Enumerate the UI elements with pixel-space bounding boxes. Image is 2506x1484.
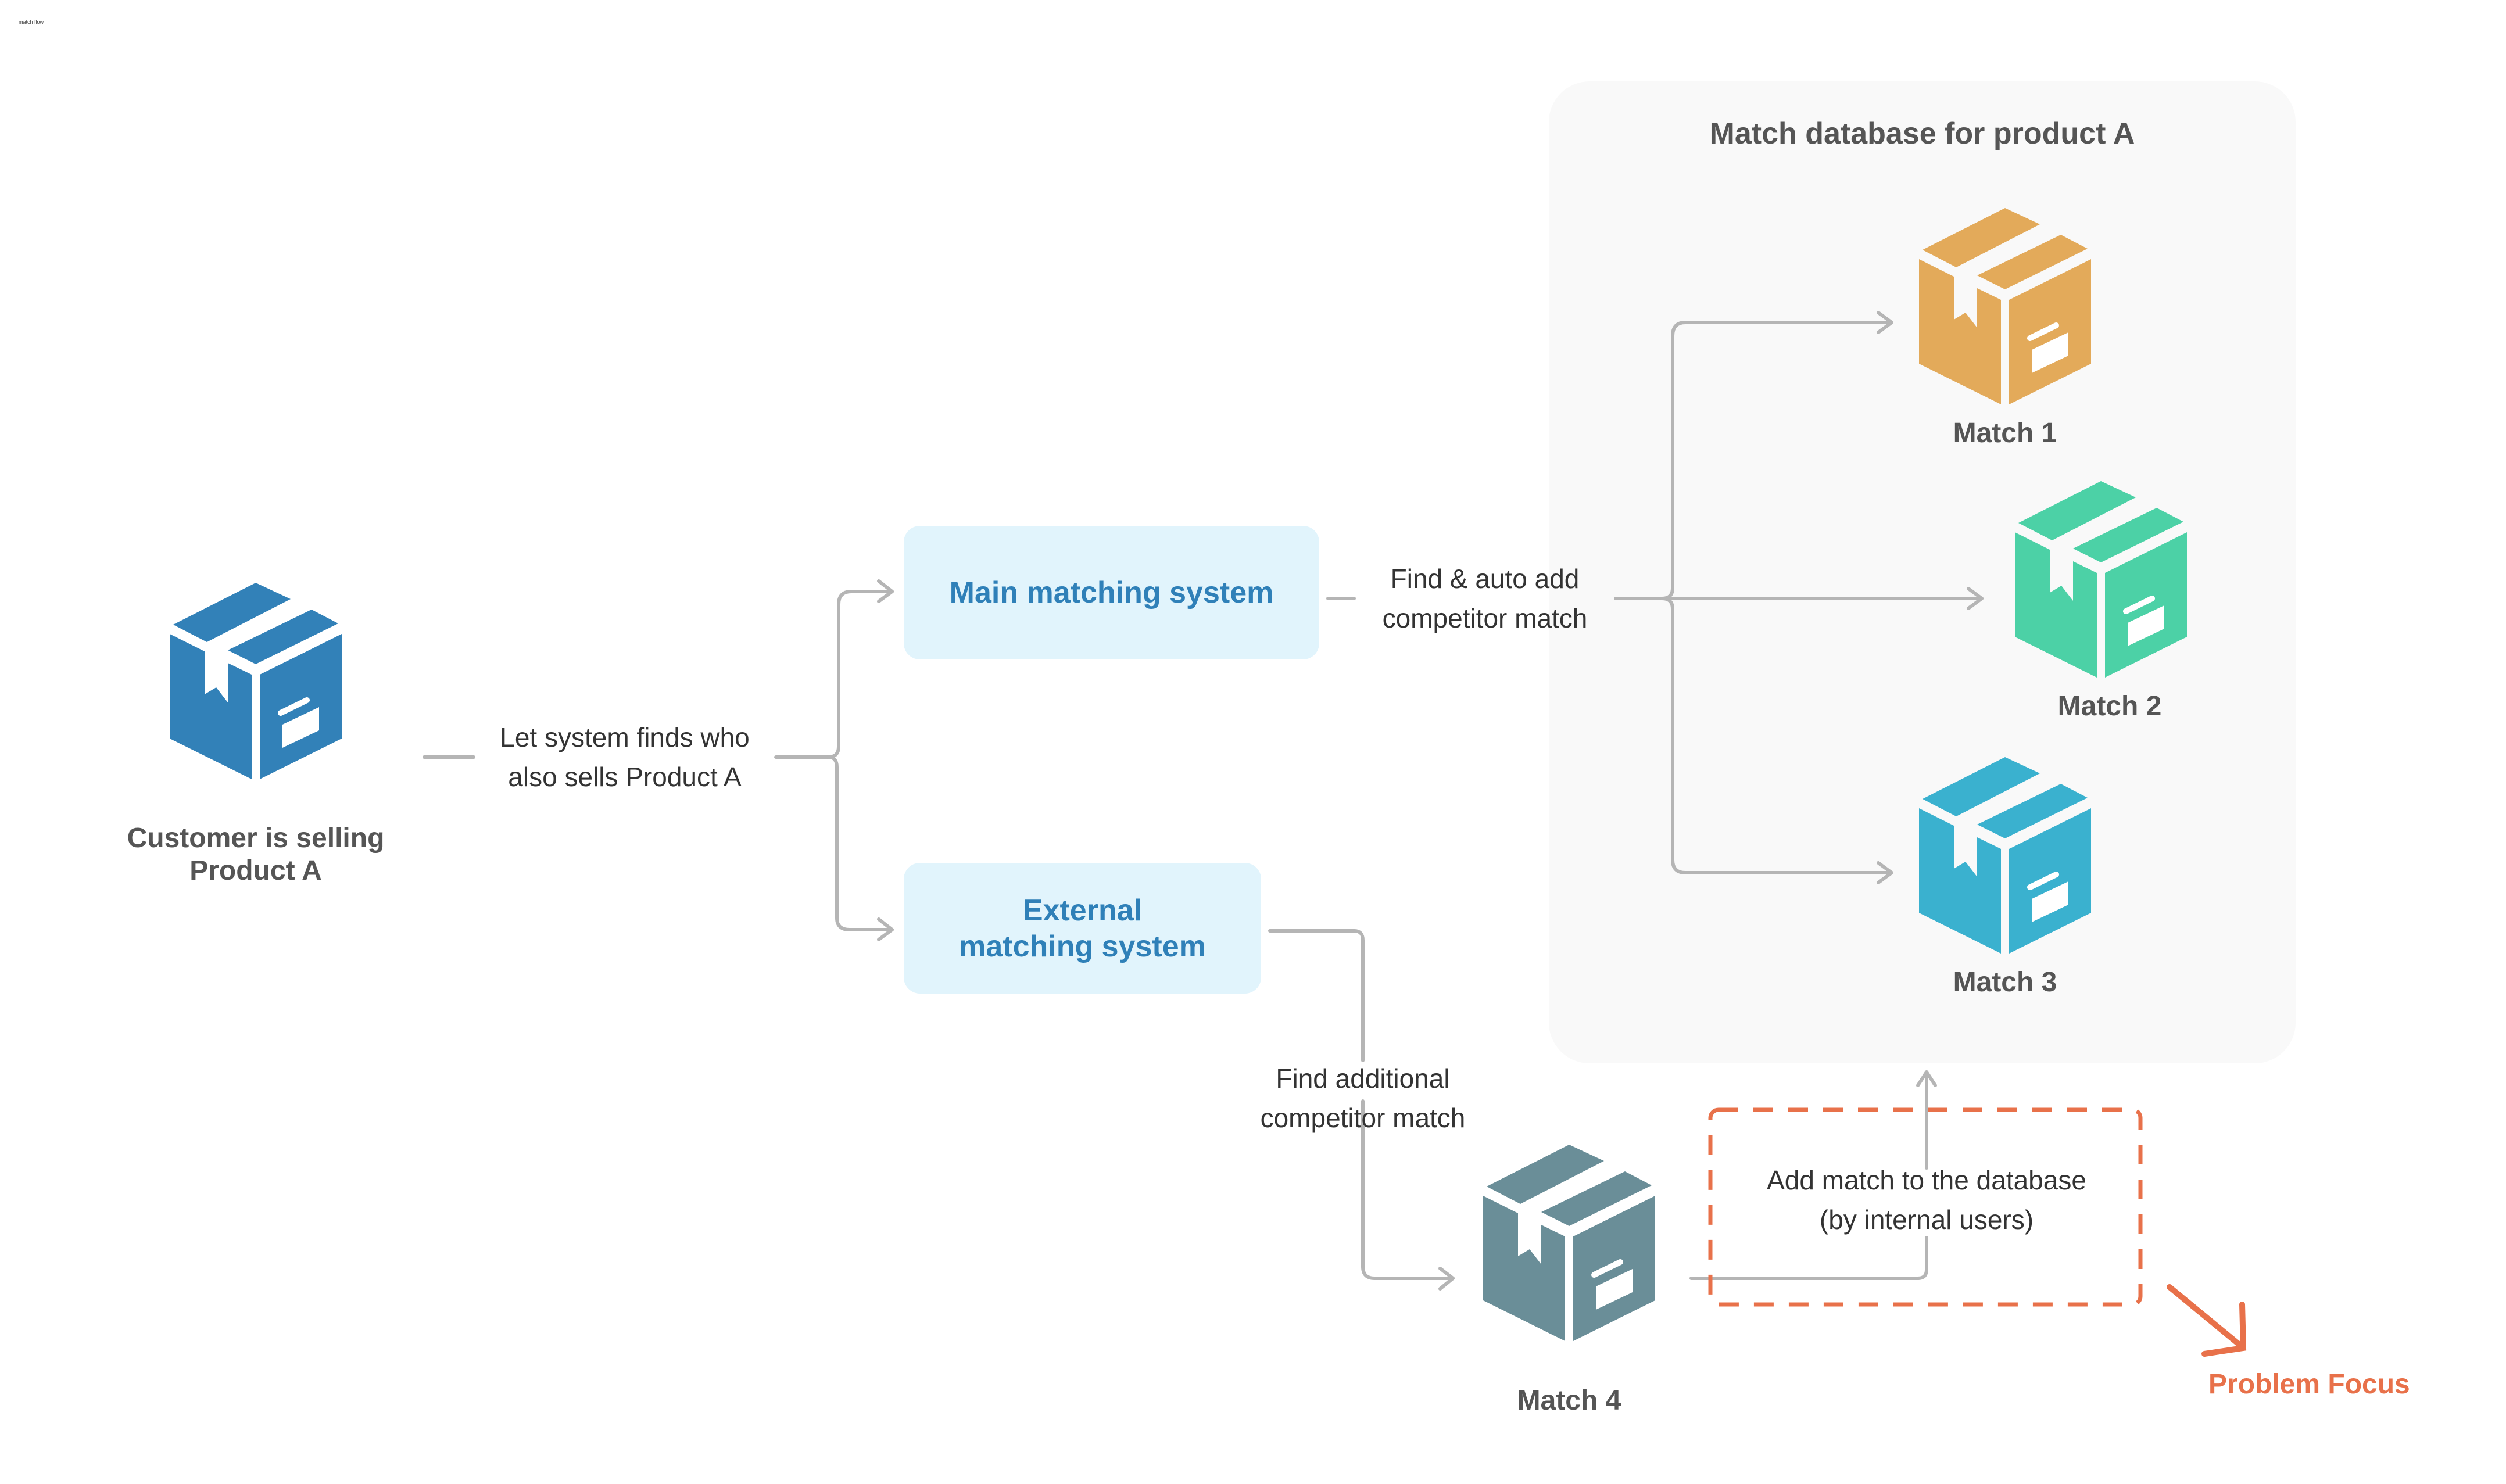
connector-to-match4 xyxy=(1361,1099,1455,1280)
edge-label-line1: Find & auto add xyxy=(1390,564,1580,594)
edge-label-external-to-match4: Find additional competitor match xyxy=(1226,1059,1499,1138)
arrowhead-match2 xyxy=(1967,587,1984,610)
edge-label-line2: (by internal users) xyxy=(1819,1205,2034,1235)
connector-match4-out xyxy=(1689,1236,1928,1280)
external-system-label-line1: External xyxy=(1022,893,1143,927)
match1-label: Match 1 xyxy=(1953,418,2057,449)
match4-label: Match 4 xyxy=(1517,1385,1621,1416)
edge-label-line2: also sells Product A xyxy=(508,762,742,792)
edge-label-line1: Let system finds who xyxy=(500,722,750,752)
match2-label: Match 2 xyxy=(2057,691,2162,722)
package-box-icon xyxy=(1919,757,2091,954)
edge-label-match4-to-database: Add match to the database (by internal u… xyxy=(1732,1160,2121,1239)
canvas-title: match flow xyxy=(19,19,44,25)
edge-label-line1: Add match to the database xyxy=(1767,1165,2086,1195)
arrowhead-external-system xyxy=(877,917,894,941)
package-box-icon xyxy=(1919,208,2091,404)
connector-to-match3 xyxy=(1660,597,1893,874)
main-matching-system-label: Main matching system xyxy=(949,576,1274,610)
problem-focus-dashed-box xyxy=(1708,1107,2143,1307)
arrowhead-match3 xyxy=(1877,861,1893,884)
connector-to-main-system xyxy=(774,590,894,759)
edge-label-customer-to-systems: Let system finds who also sells Product … xyxy=(474,718,776,797)
main-matching-system-node[interactable]: Main matching system xyxy=(904,526,1319,659)
customer-label-line1: Customer is selling xyxy=(127,823,385,854)
customer-label-line2: Product A xyxy=(189,855,322,886)
external-system-label-line2: matching system xyxy=(959,929,1206,963)
external-matching-system-node[interactable]: External matching system xyxy=(904,863,1261,994)
arrowhead-main-system xyxy=(877,579,894,603)
panel-title: Match database for product A xyxy=(1709,117,2135,150)
match3-label: Match 3 xyxy=(1953,967,2057,998)
connector-to-external-system xyxy=(826,755,894,931)
package-box-icon xyxy=(170,583,342,779)
customer-label: Customer is selling Product A xyxy=(87,822,424,887)
package-box-icon xyxy=(1483,1145,1655,1341)
connector-to-match1 xyxy=(1614,321,1893,600)
arrowhead-database xyxy=(1916,1070,1937,1087)
edge-label-line2: competitor match xyxy=(1382,603,1588,633)
arrow-down-right-icon xyxy=(2167,1284,2247,1357)
edge-label-line1: Find additional xyxy=(1276,1063,1450,1094)
arrowhead-match4 xyxy=(1438,1267,1455,1291)
package-box-icon xyxy=(2015,481,2187,678)
edge-label-line2: competitor match xyxy=(1260,1103,1466,1133)
edge-label-main-to-matches: Find & auto add competitor match xyxy=(1354,559,1616,638)
arrowhead-match1 xyxy=(1877,311,1893,334)
problem-focus-label: Problem Focus xyxy=(2208,1369,2410,1400)
connector-external-out xyxy=(1268,929,1365,1062)
